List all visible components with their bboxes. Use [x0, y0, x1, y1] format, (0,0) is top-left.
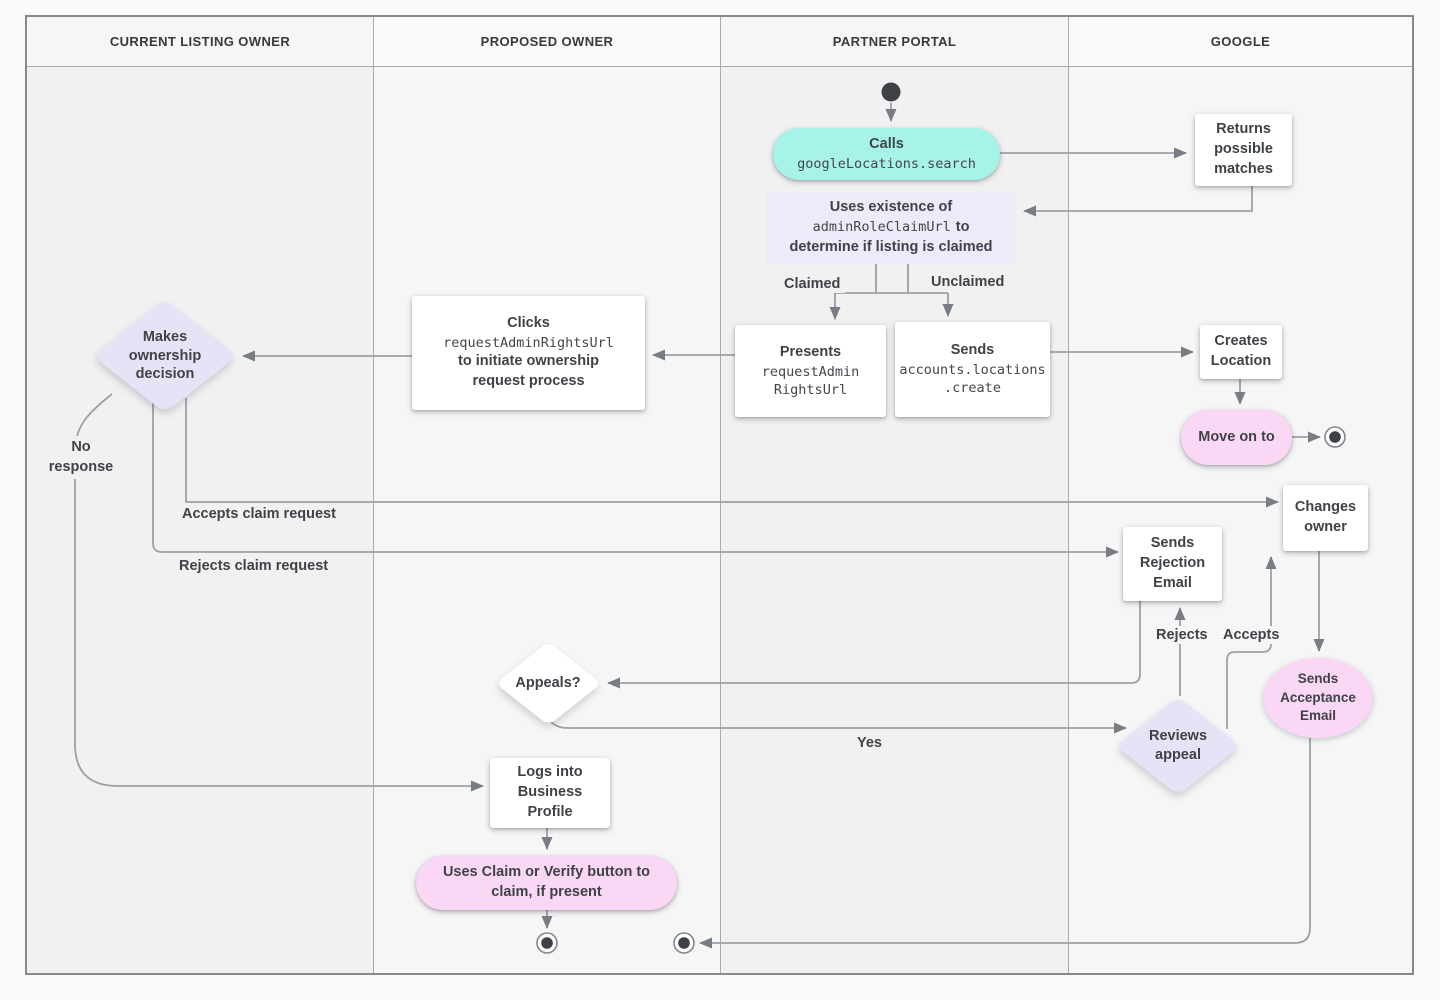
lane-header: PROPOSED OWNER: [374, 17, 720, 67]
edge-acceptance-to-end: [699, 738, 1311, 949]
node-label: Makes ownership decision: [128, 328, 202, 383]
node-line: to initiate ownership: [458, 353, 599, 370]
edge-label-no-response: No response: [35, 436, 127, 479]
node-uses-claim-or-verify-button: Uses Claim or Verify button to claim, if…: [416, 856, 677, 910]
edge-no-response-to-logs: [74, 393, 484, 792]
node-move-on-to: Move on to: [1181, 410, 1292, 465]
code-label: adminRoleClaimUrl: [812, 219, 951, 236]
edge-label-claimed: Claimed: [779, 275, 846, 293]
node-line-suffix: to: [955, 219, 970, 236]
node-changes-owner: Changes owner: [1283, 485, 1368, 551]
code-label: .create: [944, 380, 1001, 397]
node-line: request process: [472, 373, 585, 390]
node-clicks-requestadminrightsurl: Clicks requestAdminRightsUrl to initiate…: [412, 296, 645, 410]
edge-returns-to-uses: [1023, 186, 1253, 217]
node-logs-into-business-profile: Logs into Business Profile: [490, 758, 610, 828]
node-appeals-decision: Appeals?: [494, 641, 602, 725]
code-label: accounts.locations: [899, 362, 1046, 378]
code-label: requestAdmin: [761, 363, 860, 380]
start-node: [881, 82, 901, 102]
node-reviews-appeal: Reviews appeal: [1115, 696, 1241, 796]
code-label: googleLocations.search: [797, 155, 976, 172]
edge-label-accepts-claim: Accepts claim request: [177, 505, 341, 523]
node-presents-requestadminrightsurl: Presents requestAdmin RightsUrl: [735, 325, 886, 417]
code-label: RightsUrl: [773, 381, 848, 398]
node-label: Logs into Business Profile: [517, 764, 583, 820]
node-title: Calls: [869, 135, 904, 152]
node-label: Creates Location: [1210, 333, 1272, 369]
node-returns-possible-matches: Returns possible matches: [1195, 114, 1292, 186]
edge-label-rejects-claim: Rejects claim request: [174, 557, 334, 575]
node-title: Sends: [950, 342, 995, 359]
node-creates-location: Creates Location: [1200, 325, 1282, 379]
node-label: Move on to: [1198, 428, 1275, 445]
edge-yes-to-reviews: [549, 720, 1127, 734]
lane-header: GOOGLE: [1069, 17, 1412, 67]
end-node: [536, 932, 558, 954]
edge-accepts-claim-to-changes: [185, 398, 1279, 508]
node-label: Appeals?: [515, 674, 581, 691]
node-title: Presents: [779, 343, 842, 360]
node-uses-existence-adminroleclaimurl: Uses existence of adminRoleClaimUrl to d…: [766, 192, 1016, 264]
node-label: Sends Acceptance Email: [1280, 671, 1356, 724]
code-label: requestAdminRightsUrl: [443, 334, 614, 351]
node-makes-ownership-decision: Makes ownership decision: [92, 299, 238, 413]
edge-rejects-claim-to-rejection: [152, 402, 1119, 558]
node-title: Clicks: [507, 315, 550, 332]
edge-label-unclaimed: Unclaimed: [926, 273, 1010, 291]
edge-label-yes: Yes: [852, 734, 887, 752]
lane-header: PARTNER PORTAL: [721, 17, 1068, 67]
end-node: [673, 932, 695, 954]
node-label: Changes owner: [1294, 499, 1357, 535]
node-label: Reviews appeal: [1148, 728, 1208, 763]
edge-label-accepts: Accepts: [1218, 626, 1285, 644]
lane-header: CURRENT LISTING OWNER: [27, 17, 373, 67]
node-sends-rejection-email: Sends Rejection Email: [1123, 527, 1222, 601]
node-line: Uses existence of: [829, 199, 953, 216]
lane-partner-portal: PARTNER PORTAL: [721, 17, 1069, 973]
node-sends-acceptance-email: Sends Acceptance Email: [1263, 658, 1373, 738]
edge-accepts-to-changes-owner: [1226, 556, 1277, 729]
node-line: determine if listing is claimed: [789, 238, 993, 255]
edge-rejection-to-appeals: [607, 601, 1141, 689]
node-label: Sends Rejection Email: [1139, 535, 1206, 591]
end-node: [1324, 426, 1346, 448]
node-line: adminRoleClaimUrl to: [813, 218, 970, 238]
lane-current-listing-owner: CURRENT LISTING OWNER: [27, 17, 374, 973]
node-calls-googlelocations-search: Calls googleLocations.search: [773, 128, 1000, 180]
node-label: Uses Claim or Verify button to claim, if…: [442, 864, 651, 900]
node-sends-accounts-locations-create: Sends accounts.locations .create: [895, 322, 1050, 417]
edge-label-rejects: Rejects: [1151, 626, 1213, 644]
node-label: Returns possible matches: [1214, 121, 1273, 177]
